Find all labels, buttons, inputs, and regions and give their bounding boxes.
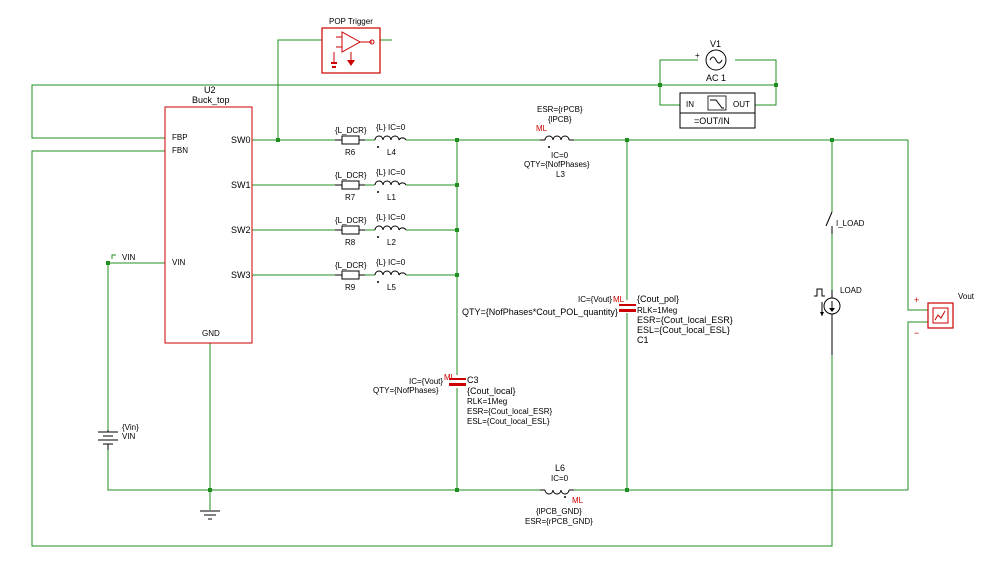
vin-dc-source[interactable]: {Vin} VIN [98,423,139,450]
l6-ref: L6 [555,463,565,473]
capacitor-c1[interactable]: IC={Vout} ML {Cout_pol} QTY={NofPhases*C… [462,294,733,345]
r7-ref: R7 [345,193,356,202]
vin-net-tag: VIN [111,253,136,262]
l2-value: {L} IC=0 [376,213,406,222]
load-current-source[interactable]: LOAD [814,286,862,355]
inductor-l6[interactable]: L6 IC=0 ML {lPCB_GND} ESR={rPCB_GND} [525,463,593,526]
c1-esr: ESR={Cout_local_ESR} [637,315,733,325]
l4-ref: L4 [387,148,396,157]
capacitor-c3[interactable]: C3 IC={Vout} ML QTY={NofPhases} {Cout_lo… [373,373,552,426]
u2-pin-sw1: SW1 [231,180,251,190]
c1-ml-marker: ML [613,295,625,304]
l3-ic: IC=0 [551,151,569,160]
c1-value: {Cout_pol} [637,294,679,304]
l6-ml-marker: ML [572,496,584,505]
c1-rlk: RLK=1Meg [637,306,677,315]
iload-switch-label: I_LOAD [836,219,865,228]
c1-ref: C1 [637,335,649,345]
l6-esr: ESR={rPCB_GND} [525,517,593,526]
c3-rlk: RLK=1Meg [467,397,507,406]
u2-ref: U2 [204,85,216,95]
r8-ref: R8 [345,238,356,247]
u2-pin-fbp: FBP [172,133,188,142]
u2-pin-sw3: SW3 [231,270,251,280]
l3-qty: QTY={NofPhases} [524,160,590,169]
iload-switch[interactable]: I_LOAD [825,211,865,234]
v1-plus: + [695,51,700,60]
vout-probe[interactable]: + − Vout [914,292,975,338]
l4-value: {L} IC=0 [376,123,406,132]
u2-pin-gnd: GND [202,329,220,338]
l3-value: {lPCB} [548,115,572,124]
l1-value: {L} IC=0 [376,168,406,177]
v1-ref: V1 [710,39,721,49]
c3-ref: C3 [467,375,479,385]
resistor-r7[interactable]: {L_DCR} R7 [335,171,367,202]
inductor-l3[interactable]: ESR={rPCB} {lPCB} ML IC=0 QTY={NofPhases… [524,105,590,179]
l3-esr: ESR={rPCB} [537,105,583,114]
resistor-r9[interactable]: {L_DCR} R9 [335,261,367,292]
u2-pin-vin: VIN [172,258,186,267]
l6-ic: IC=0 [551,474,569,483]
r9-value: {L_DCR} [335,261,367,270]
ground-icon [200,510,220,520]
u2-buck-block[interactable]: U2 Buck_top FBP FBN VIN GND SW0 SW1 SW2 … [164,85,253,344]
c3-esl: ESL={Cout_local_ESL} [467,417,550,426]
l3-ml-marker: ML [536,124,548,133]
l2-ref: L2 [387,238,396,247]
c1-qty: QTY={NofPhases*Cout_POL_quantity} [462,307,618,317]
c3-value: {Cout_local} [467,386,516,396]
transfer-function-block[interactable]: IN OUT =OUT/IN [679,92,756,129]
u2-pin-sw0: SW0 [231,135,251,145]
junction-dots [106,83,834,492]
pop-trigger[interactable]: POP Trigger [321,17,381,74]
r6-ref: R6 [345,148,356,157]
c3-ml-marker: ML [444,373,456,382]
load-source-label: LOAD [840,286,862,295]
inductor-l5[interactable]: {L} IC=0 L5 [374,258,407,292]
resistor-r6[interactable]: {L_DCR} R6 [335,126,367,157]
vout-minus: − [914,328,919,338]
l6-value: {lPCB_GND} [536,507,582,516]
u2-pin-fbn: FBN [172,146,188,155]
pop-trigger-label: POP Trigger [329,17,373,26]
u2-pin-sw2: SW2 [231,225,251,235]
xfer-out-label: OUT [733,100,750,109]
l5-value: {L} IC=0 [376,258,406,267]
c3-esr: ESR={Cout_local_ESR} [467,407,552,416]
xfer-expression: =OUT/IN [694,116,730,126]
vout-plus: + [914,295,919,305]
c1-esl: ESL={Cout_local_ESL} [637,325,730,335]
vin-source-value: {Vin} [122,423,139,432]
resistor-r8[interactable]: {L_DCR} R8 [335,216,367,247]
v1-value: AC 1 [706,73,726,83]
vin-source-ref: VIN [122,432,136,441]
xfer-in-label: IN [686,100,694,109]
l1-ref: L1 [387,193,396,202]
inductor-l1[interactable]: {L} IC=0 L1 [374,168,407,202]
r8-value: {L_DCR} [335,216,367,225]
r7-value: {L_DCR} [335,171,367,180]
c1-ic: IC={Vout} [578,295,612,304]
inductor-l2[interactable]: {L} IC=0 L2 [374,213,407,247]
r9-ref: R9 [345,283,356,292]
inductor-l4[interactable]: {L} IC=0 L4 [374,123,407,157]
l5-ref: L5 [387,283,396,292]
r6-value: {L_DCR} [335,126,367,135]
c3-ic: IC={Vout} [409,377,443,386]
v1-ac-source[interactable]: V1 AC 1 + [695,39,727,83]
vin-tag-label: VIN [122,253,136,262]
vout-label: Vout [958,292,975,301]
u2-name: Buck_top [192,95,230,105]
l3-ref: L3 [556,170,565,179]
c3-qty: QTY={NofPhases} [373,386,439,395]
